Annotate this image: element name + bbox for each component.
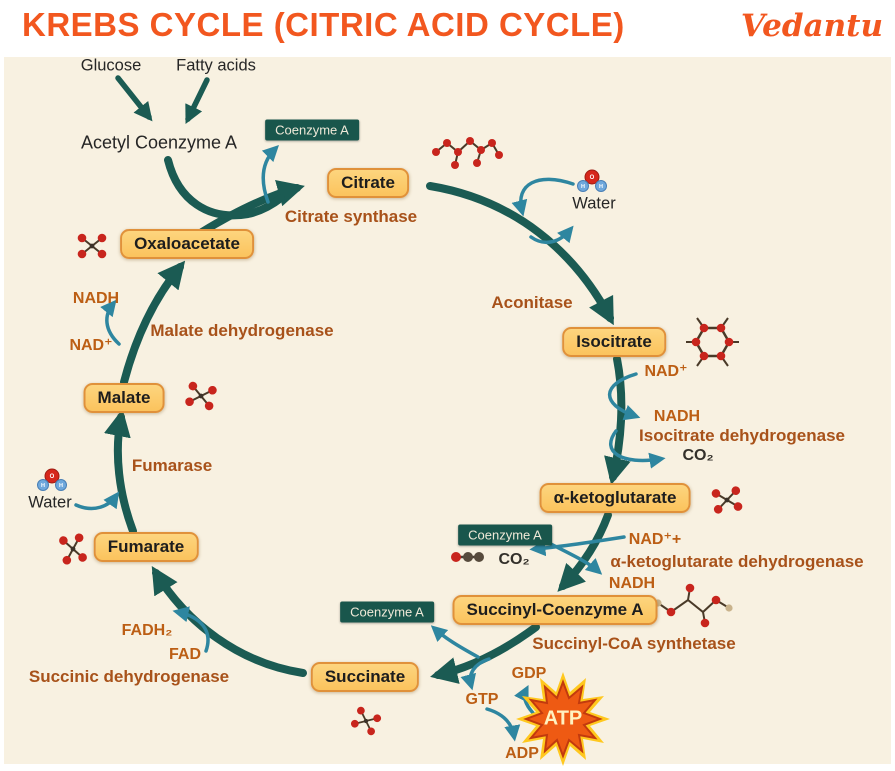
- page-header: KREBS CYCLE (CITRIC ACID CYCLE) Vedantu: [0, 0, 895, 57]
- metabolite-alpha-ketoglutarate: α-ketoglutarate: [539, 483, 691, 513]
- acetyl-coa-feeder-arrow: [164, 156, 285, 220]
- cofactor-nad-mid: NAD⁺+: [628, 531, 682, 548]
- metabolite-citrate: Citrate: [327, 168, 409, 198]
- nad-to-nadh-top-left-arrow: [100, 299, 121, 346]
- cofactor-nadh-right: NADH: [653, 408, 701, 425]
- gdp-in-arrow: [460, 657, 491, 691]
- fatty-acids-arrow: [185, 77, 210, 125]
- water-out-right-arrow: [529, 225, 574, 245]
- label-co2-right: CO₂: [682, 447, 714, 464]
- metabolite-fumarate: Fumarate: [93, 532, 199, 562]
- enzyme-malate-dehydrogenase: Malate dehydrogenase: [150, 321, 334, 340]
- nadh-out-mid-arrow: [547, 541, 603, 575]
- label-water-left: Water: [28, 493, 72, 512]
- water-molecule-left-icon: [36, 468, 68, 492]
- metabolite-succinyl-coa: Succinyl-Coenzyme A: [452, 595, 658, 625]
- oxaloacetate-molecule-icon: [76, 232, 108, 260]
- metabolite-malate: Malate: [83, 383, 165, 413]
- adp-to-atp-up-arrow: [514, 684, 535, 715]
- water-in-right-arrow: [511, 177, 575, 217]
- coenzyme-a-tag-top: Coenzyme A: [265, 119, 359, 141]
- malate-molecule-icon: [183, 379, 219, 413]
- cycle-arrow-fumarate-malate: [104, 408, 137, 535]
- label-acetyl-coa: Acetyl Coenzyme A: [80, 132, 238, 153]
- isocitrate-molecule-icon: [686, 317, 739, 367]
- cofactor-nadh-mid: NADH: [608, 575, 656, 592]
- cofactor-arrows: [74, 145, 666, 742]
- cycle-arrow-malate-oxaloacetate: [120, 260, 186, 386]
- coa-release-top-arrow: [261, 145, 279, 204]
- water-in-left-arrow: [74, 491, 120, 511]
- atp-starburst-icon: [516, 672, 610, 766]
- cycle-arrows: [104, 75, 631, 684]
- cofactor-nad-top-left: NAD⁺: [69, 337, 113, 354]
- gtp-to-adp-arrow: [485, 707, 521, 742]
- label-fatty-acids: Fatty acids: [176, 56, 256, 75]
- cycle-arrow-succinyl-succinate: [430, 623, 540, 684]
- cycle-arrow-akg-succinyl: [557, 511, 612, 592]
- enzyme-succinyl-coa-synthetase: Succinyl-CoA synthetase: [532, 634, 736, 653]
- enzyme-succinic-dehydrogenase: Succinic dehydrogenase: [28, 667, 230, 686]
- cycle-arrow-succinate-fumarate: [151, 566, 307, 677]
- succinyl-molecule-icon: [654, 583, 733, 628]
- cofactor-adp: ADP: [505, 745, 539, 762]
- label-water-right: Water: [572, 194, 616, 213]
- cofactor-gdp: GDP: [511, 665, 547, 682]
- cofactor-nad-right: NAD⁺: [644, 363, 688, 380]
- cofactor-gtp: GTP: [465, 691, 499, 708]
- akg-molecule-icon: [710, 484, 744, 516]
- vedantu-logo: Vedantu: [740, 8, 883, 44]
- glucose-arrow: [115, 75, 153, 122]
- enzyme-citrate-synthase: Citrate synthase: [284, 207, 418, 226]
- metabolite-oxaloacetate: Oxaloacetate: [120, 229, 254, 259]
- cofactor-fad: FAD: [169, 646, 201, 663]
- enzyme-isocitrate-dehydrogenase: Isocitrate dehydrogenase: [639, 426, 845, 445]
- enzyme-aconitase: Aconitase: [491, 293, 573, 312]
- metabolite-isocitrate: Isocitrate: [562, 327, 666, 357]
- co2-molecule-icon: [451, 552, 484, 562]
- metabolite-succinate: Succinate: [310, 662, 420, 692]
- page-title: KREBS CYCLE (CITRIC ACID CYCLE): [22, 6, 625, 43]
- fad-to-fadh2-arrow: [172, 606, 210, 653]
- cofactor-nadh-top-left: NADH: [72, 290, 120, 307]
- label-glucose: Glucose: [80, 56, 142, 75]
- nad-to-nadh-right-arrow: [607, 372, 641, 421]
- co2-release-right-arrow: [609, 429, 666, 469]
- label-co2-mid: CO₂: [498, 551, 530, 568]
- citrate-molecule-icon: [432, 137, 503, 169]
- cofactor-atp: ATP: [543, 707, 583, 730]
- succinate-molecule-icon: [348, 704, 384, 738]
- enzyme-fumarase: Fumarase: [131, 456, 213, 475]
- cycle-arrow-isocitrate-akg: [604, 355, 631, 485]
- cycle-arrow-citrate-isocitrate: [426, 182, 614, 326]
- cycle-arrow-oxaloacetate-citrate: [198, 179, 305, 236]
- coa-release-bottom-arrow: [430, 625, 480, 659]
- molecule-icons: [36, 137, 744, 738]
- coenzyme-a-tag-mid: Coenzyme A: [458, 524, 552, 546]
- enzyme-akg-dehydrogenase: α-ketoglutarate dehydrogenase: [610, 552, 864, 571]
- cofactor-fadh2: FADH₂: [121, 622, 173, 639]
- fumarate-molecule-icon: [57, 531, 89, 567]
- water-molecule-right-icon: [576, 169, 608, 193]
- coenzyme-a-tag-bottom: Coenzyme A: [340, 601, 434, 623]
- nad-in-mid-arrow: [529, 535, 626, 557]
